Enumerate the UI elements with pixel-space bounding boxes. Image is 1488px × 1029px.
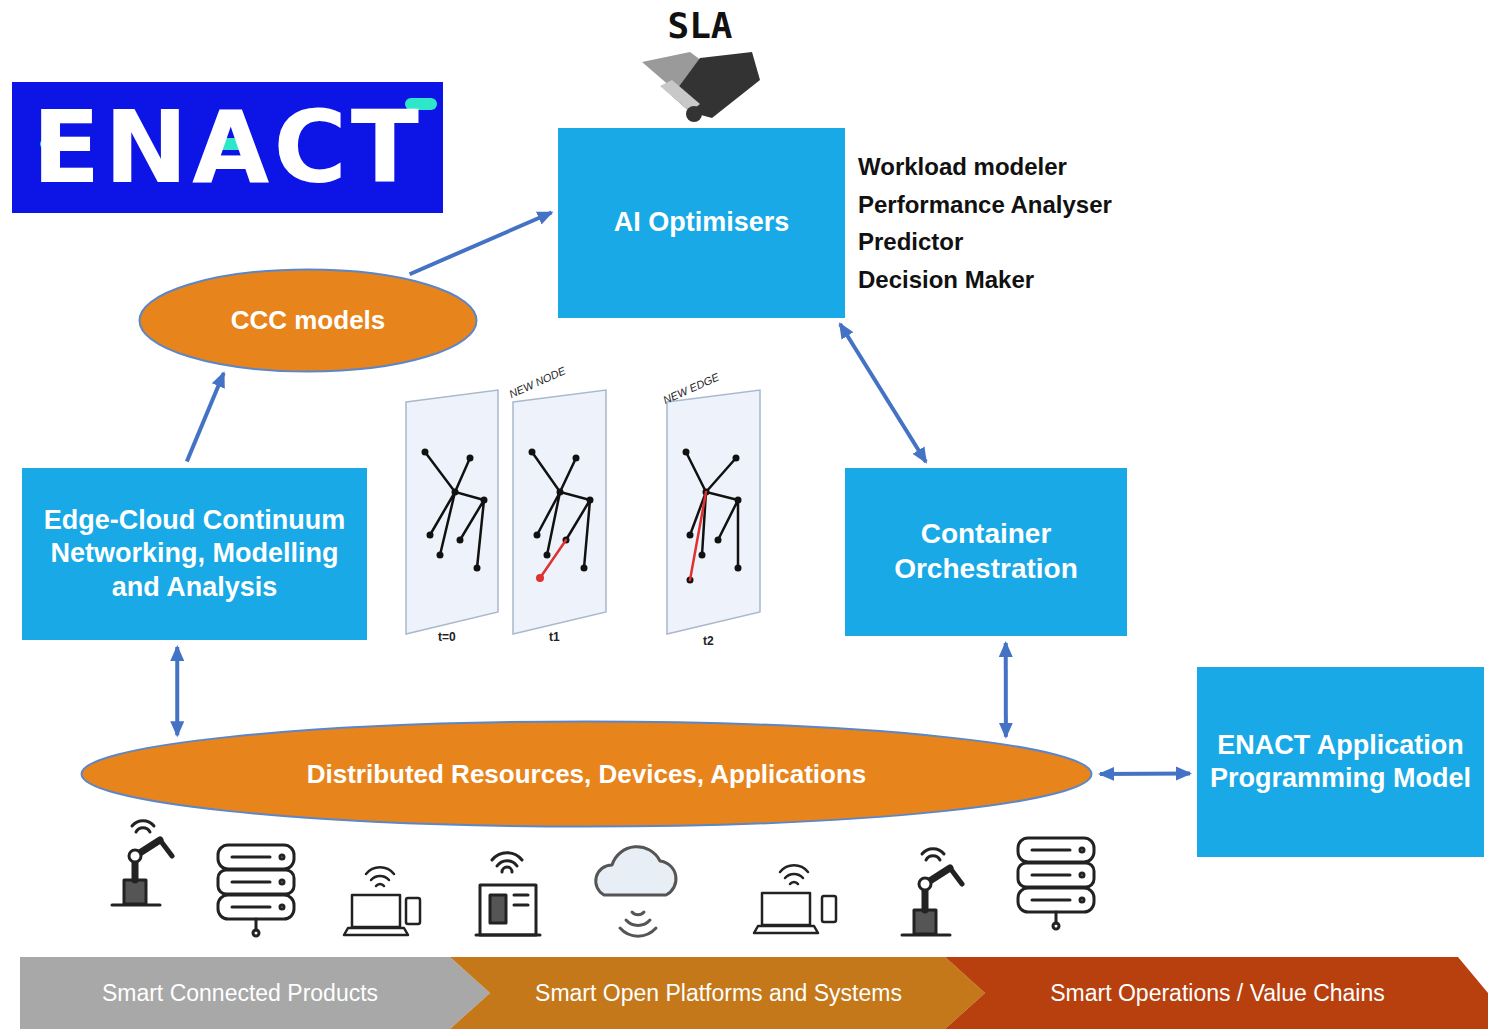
resources-ellipse: Distributed Resources, Devices, Applicat…	[80, 720, 1093, 828]
node-text: CCC models	[231, 304, 386, 336]
handshake-icon	[642, 52, 760, 122]
time-label: t=0	[438, 630, 456, 644]
node-text: Container Orchestration	[853, 517, 1119, 586]
optimiser-box: AI Optimisers	[558, 128, 845, 318]
flow-arrow	[187, 373, 224, 462]
function-label: Predictor	[858, 228, 963, 256]
time-label: t2	[703, 634, 714, 648]
node-text: Edge-Cloud Continuum Networking, Modelli…	[30, 504, 359, 604]
device-icons	[112, 821, 1094, 936]
value-band: Smart Open Platforms and Systems	[450, 957, 985, 1029]
model-ellipse: CCC models	[138, 268, 478, 373]
node-text: Smart Operations / Value Chains	[1050, 979, 1385, 1008]
flow-arrow	[410, 212, 552, 274]
graph-note: NEW EDGE	[661, 371, 721, 406]
value-band: Smart Connected Products	[20, 957, 490, 1029]
flow-arrow	[1100, 771, 1190, 776]
orchestration-box: Container Orchestration	[845, 468, 1127, 636]
function-label: Workload modeler	[858, 153, 1067, 181]
logo-ground	[12, 82, 443, 213]
value-band: Smart Operations / Value Chains	[945, 957, 1488, 1029]
time-label: t1	[549, 630, 560, 644]
graph-note: NEW NODE	[507, 364, 567, 400]
flow-arrow	[1004, 643, 1008, 737]
node-text: Smart Connected Products	[102, 979, 378, 1008]
sla-label: SLA	[630, 4, 770, 48]
node-text: ENACT Application Programming Model	[1205, 729, 1476, 796]
function-label: Decision Maker	[858, 266, 1034, 294]
programming-model-box: ENACT Application Programming Model	[1197, 667, 1484, 857]
flow-arrow	[840, 324, 926, 462]
analysis-box: Edge-Cloud Continuum Networking, Modelli…	[22, 468, 367, 640]
function-label: Performance Analyser	[858, 191, 1112, 219]
graph-panels	[406, 390, 760, 634]
node-text: Distributed Resources, Devices, Applicat…	[307, 758, 867, 790]
node-text: Smart Open Platforms and Systems	[535, 979, 902, 1008]
node-text: AI Optimisers	[614, 206, 790, 239]
flow-arrow	[175, 647, 179, 735]
logo-text: ENACT	[12, 82, 443, 213]
